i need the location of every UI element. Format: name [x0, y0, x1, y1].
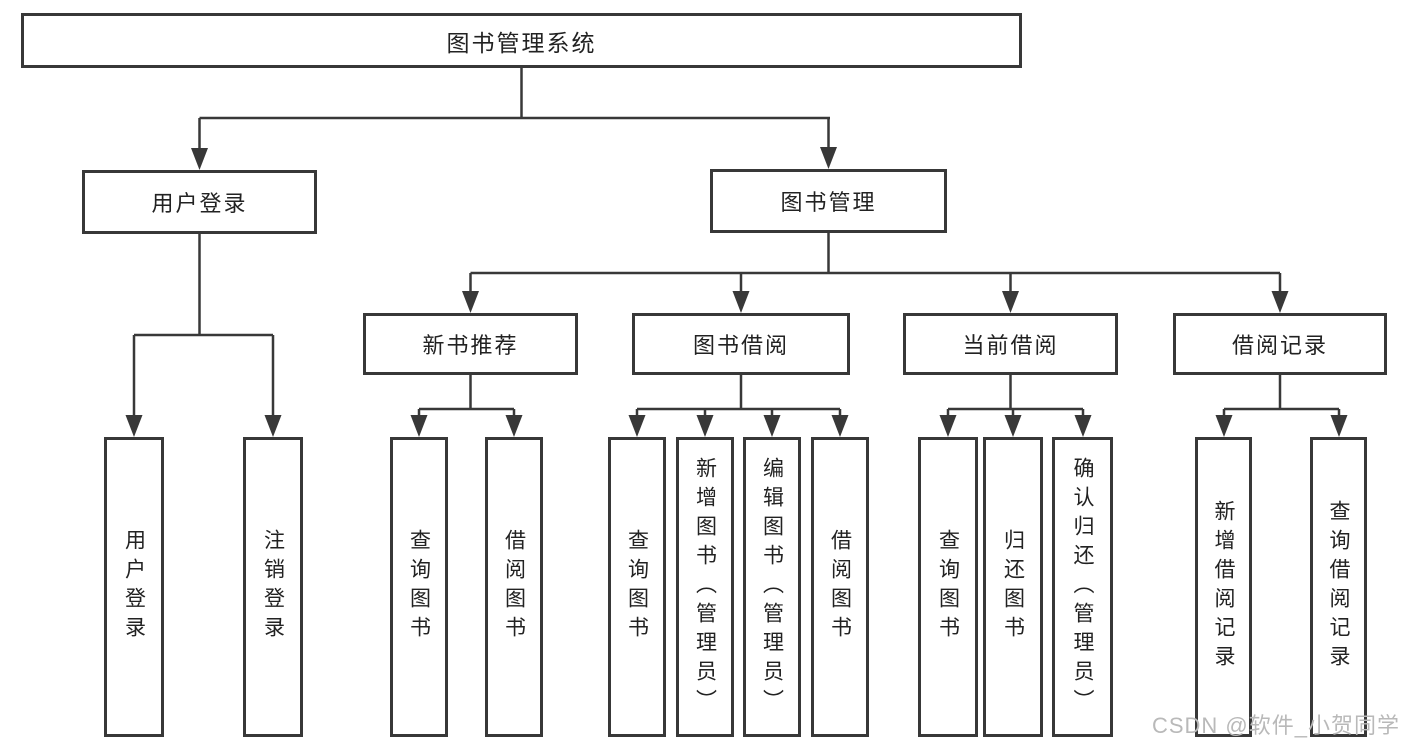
node-borrowing-records: 借阅记录 — [1173, 313, 1387, 375]
node-label: 图书管理 — [780, 190, 877, 215]
node-label: 查询图书 — [407, 529, 431, 645]
leaf-query-books-recommend: 查询图书 — [390, 437, 448, 737]
leaf-add-borrow-record: 新增借阅记录 — [1195, 437, 1252, 737]
node-label: 新增图书（管理员） — [693, 456, 717, 718]
node-label: 查询图书 — [936, 529, 960, 645]
node-label: 借阅图书 — [828, 529, 852, 645]
node-label: 确认归还（管理员） — [1071, 456, 1094, 718]
node-label: 图书借阅 — [692, 333, 789, 358]
leaf-add-books-admin: 新增图书（管理员） — [676, 437, 734, 737]
node-book-borrowing: 图书借阅 — [632, 313, 850, 375]
node-label: 图书管理系统 — [446, 29, 597, 56]
node-label: 查询图书 — [625, 529, 649, 645]
leaf-return-books: 归还图书 — [983, 437, 1043, 737]
leaf-borrow-books-recommend: 借阅图书 — [485, 437, 543, 737]
arrowheads — [125, 147, 1348, 437]
node-new-book-recommend: 新书推荐 — [363, 313, 578, 375]
leaf-logout: 注销登录 — [243, 437, 303, 737]
leaf-user-login: 用户登录 — [104, 437, 164, 737]
node-label: 借阅记录 — [1231, 333, 1328, 358]
node-label: 当前借阅 — [962, 333, 1059, 358]
node-user-login: 用户登录 — [82, 170, 317, 234]
node-label: 注销登录 — [261, 529, 285, 645]
node-label: 用户登录 — [151, 191, 248, 216]
node-label: 新增借阅记录 — [1212, 500, 1235, 674]
node-label: 新书推荐 — [422, 333, 519, 358]
leaf-query-books-borrow: 查询图书 — [608, 437, 666, 737]
node-current-borrowing: 当前借阅 — [903, 313, 1118, 375]
node-library-management-system: 图书管理系统 — [21, 13, 1022, 68]
node-label: 编辑图书（管理员） — [760, 456, 784, 718]
node-label: 查询借阅记录 — [1327, 500, 1350, 674]
csdn-watermark: CSDN @软件_小贺同学 — [1151, 713, 1400, 738]
leaf-borrow-books: 借阅图书 — [811, 437, 869, 737]
leaf-query-books-current: 查询图书 — [918, 437, 978, 737]
node-label: 借阅图书 — [502, 529, 526, 645]
node-book-management: 图书管理 — [710, 169, 947, 233]
leaf-query-borrow-record: 查询借阅记录 — [1310, 437, 1367, 737]
leaf-edit-books-admin: 编辑图书（管理员） — [743, 437, 801, 737]
node-label: 归还图书 — [1001, 529, 1025, 645]
leaf-confirm-return-admin: 确认归还（管理员） — [1052, 437, 1113, 737]
node-label: 用户登录 — [122, 529, 146, 645]
